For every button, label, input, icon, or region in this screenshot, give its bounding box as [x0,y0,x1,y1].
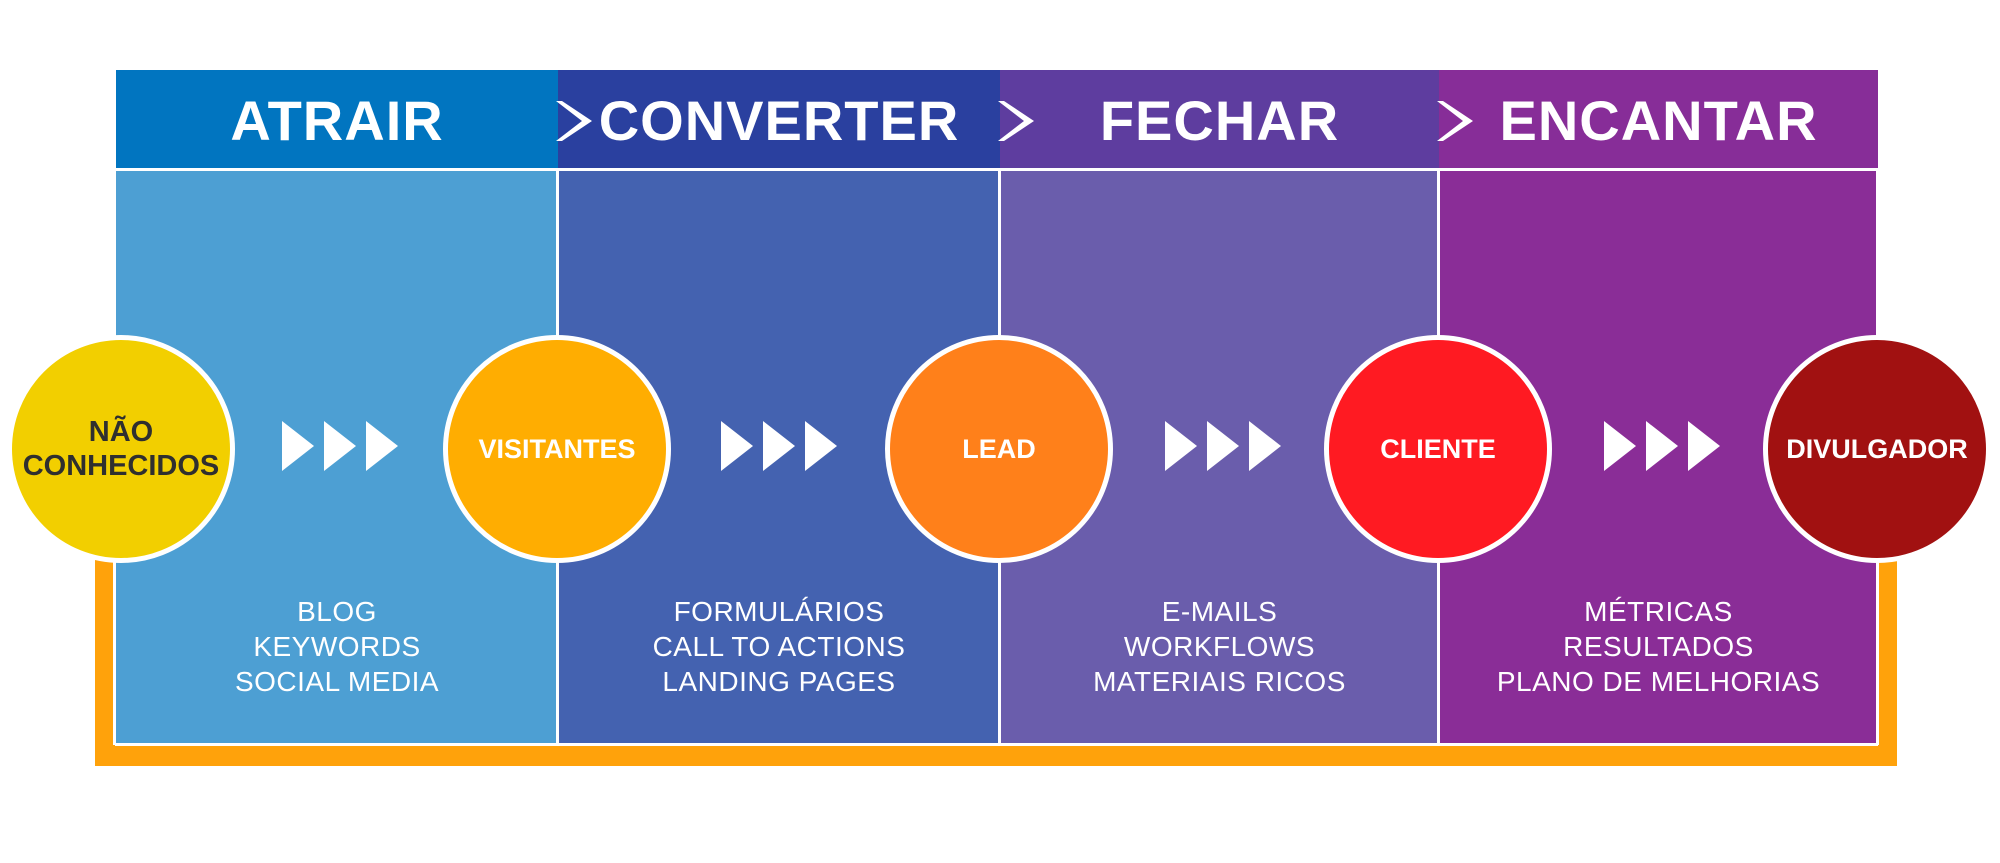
stage-title-converter: CONVERTER [598,89,960,152]
stage-header-fechar: FECHAR [1000,70,1439,171]
node-label: VISITANTES [478,433,636,464]
tool-list-atrair: BLOG KEYWORDS SOCIAL MEDIA [116,594,558,699]
stage-title-encantar: ENCANTAR [1499,89,1818,152]
chevron-right-icon [998,101,1034,141]
stage-header-atrair: ATRAIR [116,70,558,171]
tool-item: RESULTADOS [1563,631,1754,662]
triple-triangle-right-icon [1604,421,1720,471]
tool-item: MÉTRICAS [1584,596,1733,627]
node-label-line: CONHECIDOS [22,450,220,482]
tool-item: E-MAILS [1161,596,1278,627]
stage-header-converter: CONVERTER [558,70,1000,171]
tool-list-fechar: E-MAILS WORKFLOWS MATERIAIS RICOS [1000,594,1439,699]
node-label-line: NÃO [88,416,154,448]
triple-triangle-right-icon [282,421,398,471]
chevron-right-icon [1437,101,1473,141]
tool-item: WORKFLOWS [1123,631,1316,662]
tool-item: FORMULÁRIOS [673,596,885,627]
node-label: CLIENTE [1380,433,1496,464]
triple-triangle-right-icon [721,421,837,471]
node-label: DIVULGADOR [1786,433,1968,464]
node-visitantes: VISITANTES [443,335,671,563]
tool-item: KEYWORDS [253,631,421,662]
stage-title-atrair: ATRAIR [230,89,444,152]
stage-title-fechar: FECHAR [1099,89,1340,152]
stage-header-encantar: ENCANTAR [1439,70,1878,171]
chevron-right-icon [556,101,592,141]
header-divider-line [116,168,1878,171]
tool-item: LANDING PAGES [662,666,896,697]
tool-item: PLANO DE MELHORIAS [1496,666,1821,697]
tool-item: SOCIAL MEDIA [234,666,440,697]
tool-list-converter: FORMULÁRIOS CALL TO ACTIONS LANDING PAGE… [558,594,1000,699]
node-lead: LEAD [885,335,1113,563]
triple-triangle-right-icon [1165,421,1281,471]
node-nao-conhecidos: NÃO CONHECIDOS [7,335,235,563]
tool-item: CALL TO ACTIONS [652,631,906,662]
tool-item: BLOG [297,596,377,627]
bottom-edge-line [116,743,1878,746]
node-label: LEAD [962,433,1036,464]
node-cliente: CLIENTE [1324,335,1552,563]
node-divulgador: DIVULGADOR [1763,335,1991,563]
tool-list-encantar: MÉTRICAS RESULTADOS PLANO DE MELHORIAS [1439,594,1878,699]
tool-item: MATERIAIS RICOS [1093,666,1346,697]
